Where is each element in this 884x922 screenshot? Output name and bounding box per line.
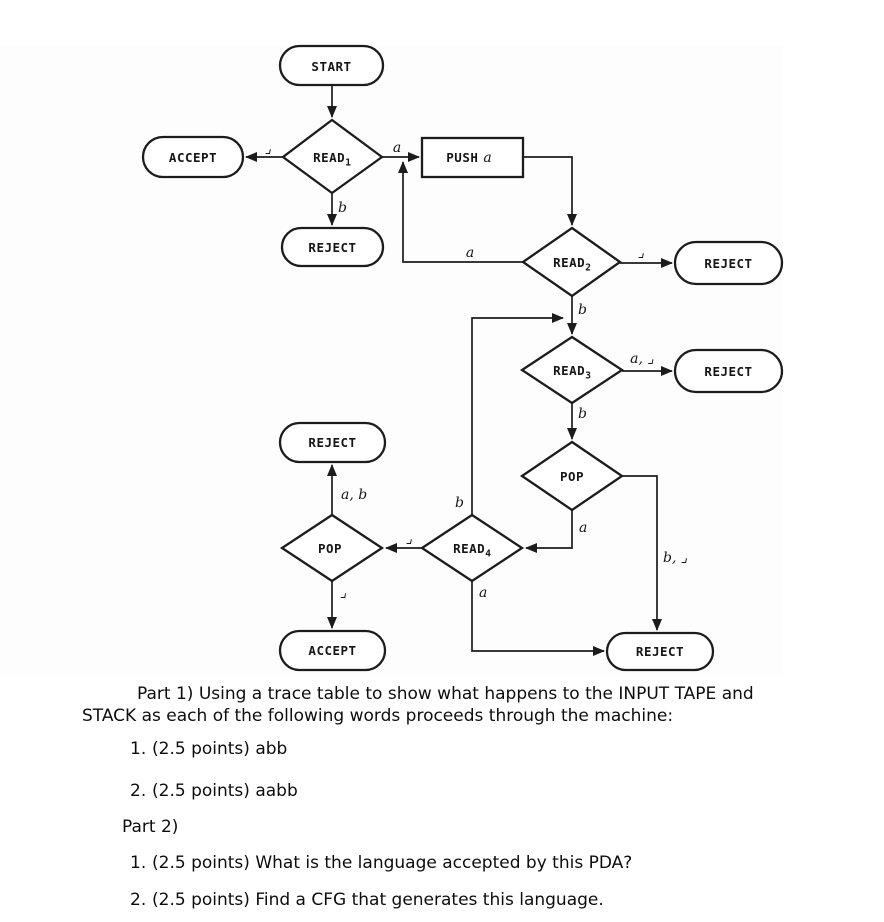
node-label: REJECT bbox=[704, 364, 752, 379]
node-label: PUSH a bbox=[446, 150, 491, 166]
item-number: 1. bbox=[130, 853, 147, 873]
node-label: READ3 bbox=[553, 363, 591, 382]
node-reject-read2: REJECT bbox=[673, 240, 784, 286]
read4-diamond bbox=[419, 513, 525, 583]
node-read4: READ4 bbox=[419, 513, 525, 583]
node-label: REJECT bbox=[308, 435, 356, 450]
edge-label-b: b bbox=[578, 406, 587, 422]
node-label-text: READ bbox=[553, 363, 585, 378]
node-label: READ4 bbox=[453, 541, 491, 560]
node-label: POP bbox=[560, 469, 584, 484]
node-label: START bbox=[311, 59, 351, 74]
node-reject-read1: REJECT bbox=[280, 226, 385, 268]
node-label: REJECT bbox=[636, 644, 684, 659]
node-label-arg: a bbox=[483, 150, 491, 166]
node-label-subscript: 3 bbox=[585, 371, 591, 382]
node-reject-bottom: REJECT bbox=[605, 631, 715, 672]
edge-read4-read3 bbox=[471, 313, 564, 515]
edge-label-a: a bbox=[479, 585, 487, 601]
item-number: 2. bbox=[130, 890, 147, 910]
node-label: POP bbox=[318, 541, 342, 556]
node-start: START bbox=[278, 44, 385, 87]
accept-oval bbox=[141, 135, 245, 179]
node-label-text: PUSH bbox=[446, 150, 478, 165]
edge-label-b: b bbox=[338, 200, 347, 216]
node-label: REJECT bbox=[308, 240, 356, 255]
part1-item-2: 2.(2.5 points) aabb bbox=[130, 781, 298, 801]
edge-push-read2 bbox=[523, 156, 577, 226]
edge-label-blank: ⌟ bbox=[340, 585, 347, 601]
edge-read2-loop-to-push bbox=[398, 161, 523, 263]
node-label: REJECT bbox=[704, 256, 752, 271]
reject-oval bbox=[278, 421, 387, 464]
node-push-a: PUSH a bbox=[420, 136, 525, 179]
scan-background bbox=[0, 46, 783, 676]
node-label: ACCEPT bbox=[308, 643, 356, 658]
node-label-text: READ bbox=[313, 150, 345, 165]
read3-diamond bbox=[519, 335, 625, 405]
edge-label-blank: ⌟ bbox=[406, 531, 413, 547]
node-reject-read3: REJECT bbox=[673, 348, 784, 394]
edge-label-a: a bbox=[579, 520, 587, 536]
node-read2: READ2 bbox=[520, 226, 622, 298]
node-label-text: READ bbox=[553, 255, 585, 270]
node-label: ACCEPT bbox=[169, 150, 217, 165]
node-label-subscript: 2 bbox=[585, 263, 591, 274]
node-read3: READ3 bbox=[519, 335, 625, 405]
node-label-subscript: 1 bbox=[345, 158, 351, 169]
item-text: (2.5 points) Find a CFG that generates t… bbox=[152, 890, 604, 910]
read2-diamond bbox=[520, 226, 622, 298]
edge-label-a: a bbox=[393, 140, 401, 156]
node-label-subscript: 4 bbox=[485, 549, 491, 560]
item-number: 1. bbox=[130, 739, 147, 759]
reject-oval bbox=[673, 240, 784, 286]
edge-label-b: b bbox=[578, 302, 587, 318]
item-number: 2. bbox=[130, 781, 147, 801]
node-accept-left: ACCEPT bbox=[141, 135, 245, 179]
edge-pop-right-reject bbox=[622, 475, 662, 631]
edge-label-b: b bbox=[455, 495, 464, 511]
node-pop-right: POP bbox=[519, 440, 625, 512]
node-pop-left: POP bbox=[279, 513, 385, 583]
edge-label-blank: ⌟ bbox=[265, 141, 272, 157]
read1-diamond bbox=[281, 118, 384, 195]
accept-oval bbox=[278, 629, 387, 672]
part2-item-1: 1.(2.5 points) What is the language acce… bbox=[130, 853, 632, 873]
part2-heading: Part 2) bbox=[122, 817, 179, 837]
part1-paragraph-line1: Part 1) Using a trace table to show what… bbox=[137, 684, 754, 704]
item-text: (2.5 points) What is the language accept… bbox=[152, 853, 633, 873]
node-read1: READ1 bbox=[281, 118, 384, 195]
edge-label-a-b: a, b bbox=[341, 487, 367, 503]
edge-label-blank: ⌟ bbox=[638, 245, 645, 261]
edge-label-a-blank: a, ⌟ bbox=[630, 351, 654, 367]
reject-oval bbox=[673, 348, 784, 394]
pop-right-diamond bbox=[519, 440, 625, 512]
reject-oval bbox=[280, 226, 385, 268]
node-label: READ1 bbox=[313, 150, 351, 169]
node-label: READ2 bbox=[553, 255, 591, 274]
edge-label-a: a bbox=[466, 245, 474, 261]
edge-pop-right-read4 bbox=[525, 510, 573, 553]
reject-oval bbox=[605, 631, 715, 672]
start-oval bbox=[278, 44, 385, 87]
part2-item-2: 2.(2.5 points) Find a CFG that generates… bbox=[130, 890, 604, 910]
node-accept-bottom: ACCEPT bbox=[278, 629, 387, 672]
edge-read4-reject-bottom bbox=[471, 581, 605, 656]
item-text: (2.5 points) abb bbox=[152, 739, 288, 759]
flowchart-edge-labels: ⌟ a b a ⌟ b b a, ⌟ b a b, ⌟ ⌟ a a, b ⌟ bbox=[265, 140, 688, 601]
pop-left-diamond bbox=[279, 513, 385, 583]
part1-item-1: 1.(2.5 points) abb bbox=[130, 739, 287, 759]
node-reject-pop-left: REJECT bbox=[278, 421, 387, 464]
part1-paragraph-line2: STACK as each of the following words pro… bbox=[82, 706, 674, 726]
flowchart-edges bbox=[245, 85, 673, 656]
push-rect bbox=[420, 136, 525, 179]
edge-label-b-blank: b, ⌟ bbox=[663, 550, 688, 566]
item-text: (2.5 points) aabb bbox=[152, 781, 298, 801]
node-label-text: READ bbox=[453, 541, 485, 556]
pda-flowchart: ⌟ a b a ⌟ b b a, ⌟ b a b, ⌟ ⌟ a a, b ⌟ S… bbox=[0, 44, 784, 676]
